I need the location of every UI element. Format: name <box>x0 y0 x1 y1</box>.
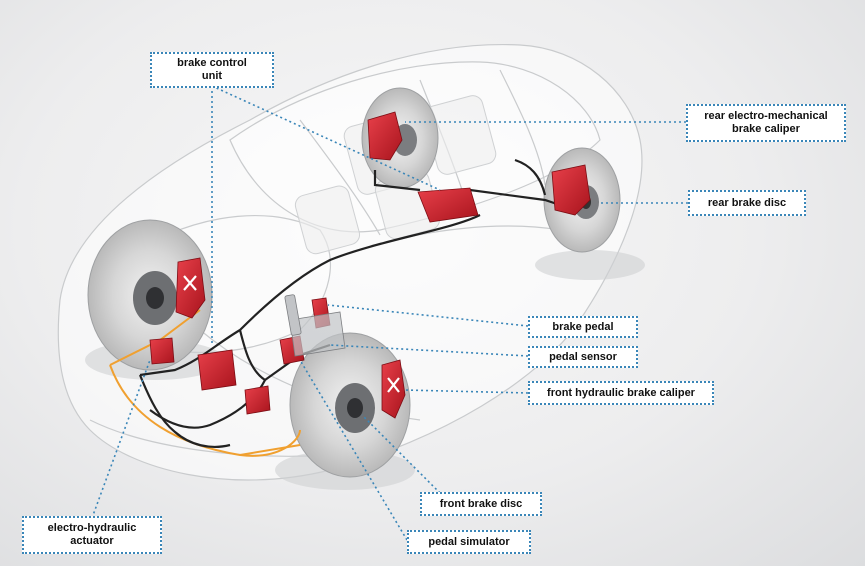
label-pedal-sensor: pedal sensor <box>528 346 638 368</box>
label-brake-pedal: brake pedal <box>528 316 638 338</box>
leader-lines <box>91 85 688 541</box>
label-front-brake-disc: front brake disc <box>420 492 542 516</box>
label-rear-brake-disc: rear brake disc <box>688 190 806 216</box>
front-brake-disc-shape <box>289 332 411 478</box>
leader-pedal-sensor <box>329 344 529 357</box>
leader-electro-hydraulic-actuator <box>91 359 151 519</box>
caliper-marks <box>183 275 400 393</box>
label-brake-control-unit: brake control unit <box>150 52 274 88</box>
label-pedal-simulator: pedal simulator <box>407 530 531 554</box>
leader-brake-control-unit <box>211 85 441 191</box>
label-electro-hydraulic-actuator: electro-hydraulic actuator <box>22 516 162 554</box>
front-left-disc <box>87 219 213 371</box>
leader-front-disc <box>361 414 441 494</box>
label-front-hydraulic-brake-caliper: front hydraulic brake caliper <box>528 381 714 405</box>
red-components <box>149 111 591 419</box>
pedal-assembly <box>284 294 346 357</box>
leader-brake-pedal <box>327 304 529 327</box>
leader-front-caliper <box>404 389 529 394</box>
label-rear-electro-mechanical-brake-caliper: rear electro-mechanical brake caliper <box>686 104 846 142</box>
